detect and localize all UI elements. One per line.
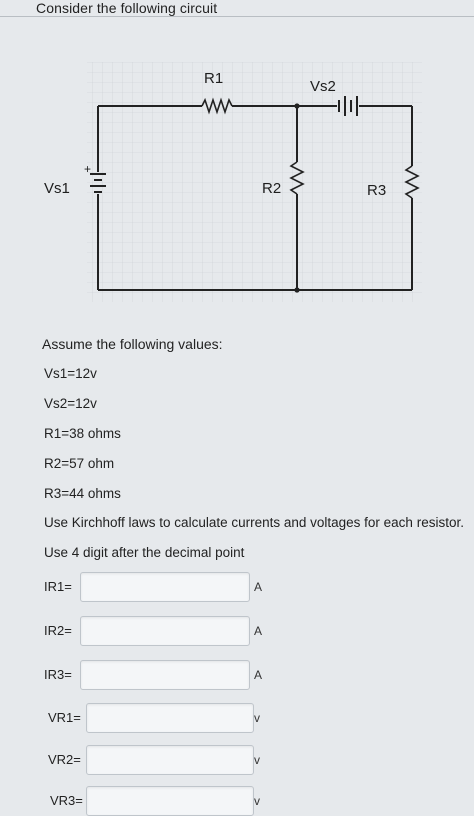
junction-dot	[294, 287, 300, 293]
vs2-label: Vs2	[310, 78, 336, 95]
value-vs1: Vs1=12v	[44, 366, 97, 381]
r1-label: R1	[204, 70, 224, 87]
answer-unit: A	[254, 580, 263, 594]
vs2-battery-symbol	[338, 96, 358, 116]
answer-row-ir1: IR1= A	[0, 572, 474, 602]
value-r2: R2=57 ohm	[44, 456, 115, 471]
vs1-label: Vs1	[44, 180, 70, 197]
vr1-input[interactable]	[86, 703, 254, 733]
circuit-schematic	[87, 62, 422, 302]
vs1-battery-symbol	[90, 173, 106, 193]
r2-label: R2	[262, 180, 282, 197]
r3-label: R3	[367, 182, 387, 199]
ir2-input[interactable]	[80, 616, 250, 646]
divider	[0, 16, 474, 17]
answer-label: IR1=	[44, 579, 72, 594]
question-title: Consider the following circuit	[36, 0, 218, 16]
answer-row-ir3: IR3= A	[0, 660, 474, 690]
value-r1: R1=38 ohms	[44, 426, 121, 441]
answer-unit: A	[254, 668, 263, 682]
answer-unit: A	[254, 624, 263, 638]
vr3-input[interactable]	[86, 786, 254, 816]
assume-heading: Assume the following values:	[42, 336, 223, 352]
answer-label: IR3=	[44, 667, 72, 682]
answer-row-ir2: IR2= A	[0, 616, 474, 646]
r2-resistor-symbol	[289, 161, 305, 195]
answer-unit: v	[254, 753, 260, 767]
answer-row-vr3: VR3= v	[0, 786, 474, 816]
instruction-kirchhoff: Use Kirchhoff laws to calculate currents…	[44, 515, 464, 530]
ir1-input[interactable]	[80, 572, 250, 602]
answer-label: VR3=	[50, 793, 83, 808]
answer-label: VR1=	[48, 710, 81, 725]
vs1-plus-sign: +	[84, 162, 92, 176]
answer-label: IR2=	[44, 623, 72, 638]
junction-dot	[294, 103, 300, 109]
answer-unit: v	[254, 711, 260, 725]
circuit-diagram: R1 Vs2 Vs1 + R2 R3	[32, 62, 452, 312]
instruction-precision: Use 4 digit after the decimal point	[44, 545, 245, 560]
ir3-input[interactable]	[80, 660, 250, 690]
value-vs2: Vs2=12v	[44, 396, 97, 411]
answer-label: VR2=	[48, 752, 81, 767]
grid-background	[87, 62, 422, 302]
r3-resistor-symbol	[404, 165, 420, 199]
r1-resistor-symbol	[201, 97, 233, 115]
value-r3: R3=44 ohms	[44, 486, 121, 501]
answer-unit: v	[254, 794, 260, 808]
answer-row-vr2: VR2= v	[0, 745, 474, 775]
answer-row-vr1: VR1= v	[0, 703, 474, 733]
vr2-input[interactable]	[86, 745, 254, 775]
